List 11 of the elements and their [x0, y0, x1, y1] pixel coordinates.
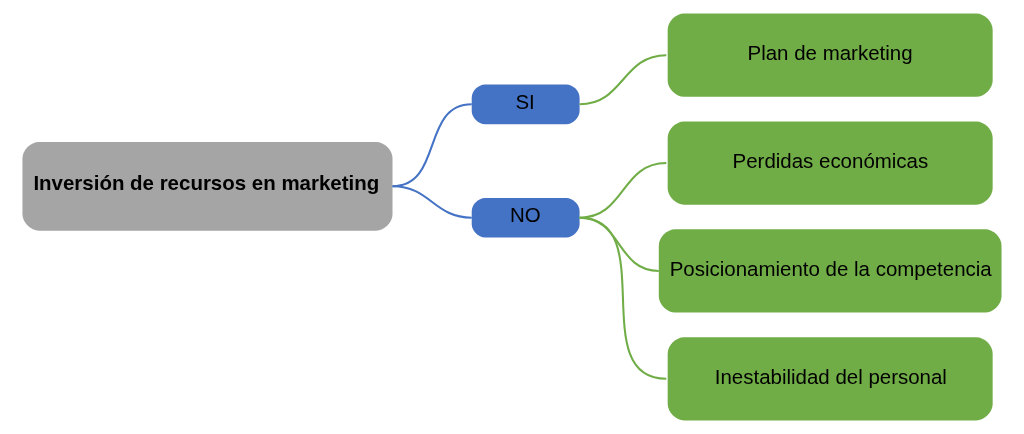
connector [579, 54, 667, 106]
connector [579, 216, 667, 380]
node-box: Plan de marketing [667, 13, 993, 97]
node-box: SI [471, 84, 580, 125]
connector [392, 185, 472, 219]
node-box: Inestabilidad del personal [667, 337, 993, 421]
node-box: Posicionamiento de la competencia [658, 229, 1002, 313]
connector [579, 162, 667, 219]
node-box: Inversión de recursos en marketing [22, 141, 393, 231]
node-box: Perdidas económicas [667, 121, 993, 205]
node-box: NO [471, 197, 580, 238]
